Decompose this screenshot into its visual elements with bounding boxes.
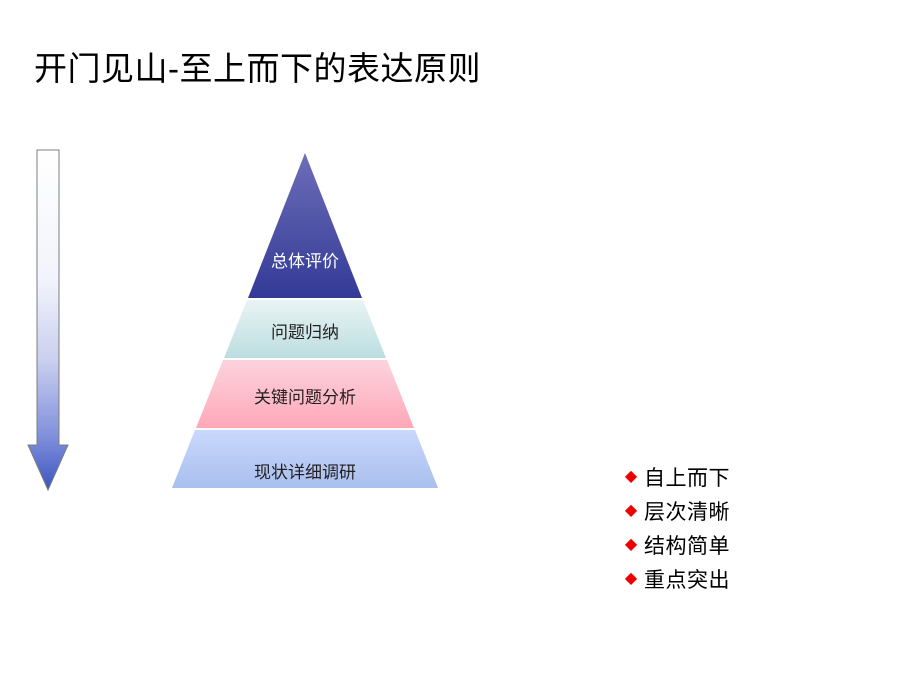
diamond-bullet-icon: ◆ (624, 502, 638, 519)
diamond-bullet-icon: ◆ (624, 468, 638, 485)
list-item-label: 自上而下 (644, 467, 730, 490)
arrow-svg (27, 149, 69, 492)
pyramid-svg (172, 153, 438, 488)
page-title: 开门见山-至上而下的表达原则 (34, 50, 481, 87)
list-item[interactable]: ◆ 结构简单 (618, 528, 878, 562)
list-item[interactable]: ◆ 自上而下 (618, 460, 878, 494)
diamond-bullet-icon: ◆ (624, 570, 638, 587)
pyramid-layer-3[interactable] (196, 360, 414, 428)
key-points-list: ◆ 自上而下 ◆ 层次清晰 ◆ 结构简单 ◆ 重点突出 (618, 460, 878, 596)
diamond-bullet-icon: ◆ (624, 536, 638, 553)
list-item-label: 重点突出 (644, 569, 730, 592)
pyramid-layer-4[interactable] (172, 430, 438, 488)
list-item[interactable]: ◆ 重点突出 (618, 562, 878, 596)
list-item-label: 结构简单 (644, 535, 730, 558)
list-item-label: 层次清晰 (644, 501, 730, 524)
pyramid-diagram (70, 145, 540, 495)
pyramid-layer-2[interactable] (224, 300, 386, 358)
top-down-arrow (24, 145, 76, 497)
list-item[interactable]: ◆ 层次清晰 (618, 494, 878, 528)
pyramid-layer-1[interactable] (248, 153, 362, 298)
arrow-shape (27, 149, 69, 492)
